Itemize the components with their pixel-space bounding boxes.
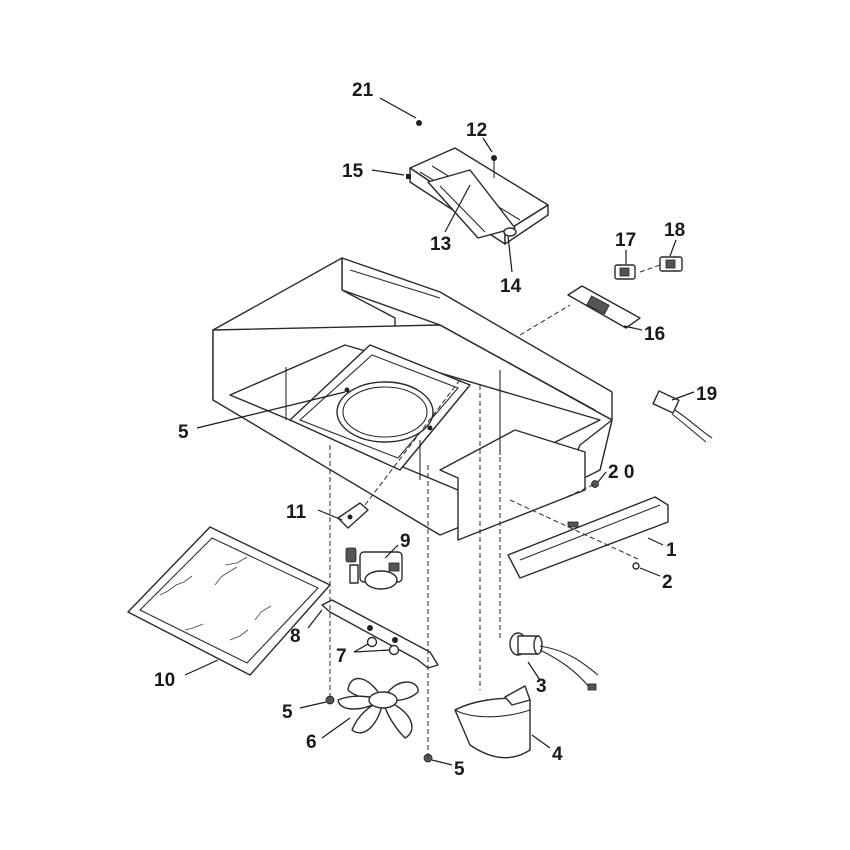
label-5-upper: 5 bbox=[178, 422, 189, 443]
screw-12 bbox=[491, 155, 497, 178]
label-17: 17 bbox=[615, 230, 636, 251]
callout-labels: 21 12 15 13 14 17 18 16 19 5 2 0 11 9 1 … bbox=[154, 80, 717, 780]
label-4: 4 bbox=[552, 744, 563, 765]
label-16: 16 bbox=[644, 324, 665, 345]
label-13: 13 bbox=[430, 234, 451, 255]
label-21: 21 bbox=[352, 80, 374, 101]
switch-18 bbox=[659, 256, 683, 272]
socket-14 bbox=[503, 227, 517, 237]
blower-ring bbox=[336, 381, 434, 443]
fan-6 bbox=[337, 677, 419, 739]
bracket-8 bbox=[321, 599, 439, 669]
label-5-bottom: 5 bbox=[454, 759, 465, 780]
label-6: 6 bbox=[306, 732, 317, 753]
screw-2 bbox=[632, 562, 640, 570]
lens-13 bbox=[427, 169, 516, 239]
switch-17 bbox=[614, 264, 636, 280]
damper-11 bbox=[337, 502, 369, 529]
label-3: 3 bbox=[536, 676, 547, 697]
label-5-left: 5 bbox=[282, 702, 293, 723]
label-2: 2 bbox=[662, 572, 673, 593]
label-9: 9 bbox=[400, 531, 411, 552]
assembly-lines bbox=[329, 264, 661, 758]
label-1: 1 bbox=[666, 540, 677, 561]
label-7: 7 bbox=[336, 646, 347, 667]
motor-9 bbox=[345, 547, 403, 590]
label-15: 15 bbox=[342, 161, 364, 182]
label-20: 2 0 bbox=[608, 462, 634, 483]
duct-4 bbox=[454, 685, 531, 759]
connector-19 bbox=[652, 390, 713, 443]
leader-lines bbox=[184, 97, 695, 766]
label-10: 10 bbox=[154, 670, 175, 691]
capacitor-3 bbox=[509, 632, 599, 691]
grease-filter-10 bbox=[127, 526, 331, 676]
screw-20 bbox=[591, 480, 599, 488]
nuts-7 bbox=[366, 636, 400, 656]
button-21 bbox=[416, 120, 422, 126]
switch-plate-16 bbox=[567, 285, 641, 329]
label-11: 11 bbox=[286, 502, 307, 523]
label-12: 12 bbox=[466, 120, 487, 141]
label-8: 8 bbox=[290, 626, 301, 647]
label-14: 14 bbox=[500, 276, 522, 297]
cover-panel-1 bbox=[507, 496, 669, 579]
label-19: 19 bbox=[696, 384, 717, 405]
label-18: 18 bbox=[664, 220, 685, 241]
